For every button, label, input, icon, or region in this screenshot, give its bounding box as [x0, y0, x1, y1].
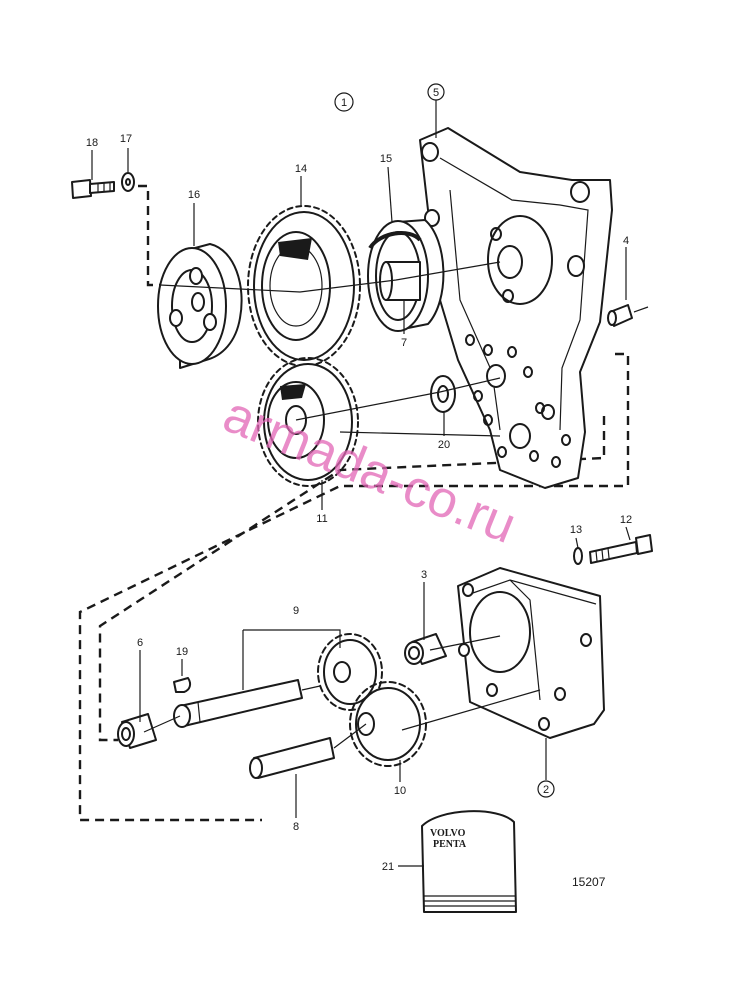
timing-housing-plate — [419, 127, 613, 489]
label-part-11: 11 — [316, 513, 327, 525]
leader-lines — [91, 100, 631, 867]
thrust-washer — [430, 375, 456, 413]
label-part-4: 4 — [623, 235, 629, 247]
label-part-2: 2 — [543, 784, 549, 796]
upper-dashed-frame — [78, 184, 630, 822]
pump-bushing — [404, 633, 447, 665]
pump-driven-shaft — [249, 737, 335, 779]
washer — [121, 172, 135, 192]
watermark-text: armada-co.ru — [216, 385, 524, 555]
label-part-21: 21 — [382, 861, 394, 873]
label-part-6: 6 — [137, 637, 143, 649]
label-part-8: 8 — [293, 821, 299, 833]
woodruff-key — [173, 677, 192, 693]
label-group: 1 — [341, 97, 347, 109]
oil-pump-housing — [457, 567, 605, 739]
pump-drive-gear — [317, 633, 383, 711]
part2-circle — [537, 780, 555, 798]
label-part-16: 16 — [188, 189, 200, 201]
pump-bolt-washer — [573, 547, 583, 565]
group-circle — [334, 92, 354, 112]
label-part-19: 19 — [176, 646, 188, 658]
label-part-17: 17 — [120, 133, 132, 145]
part-labels: 1 5 2 18 17 16 14 15 7 4 20 11 12 13 3 9… — [86, 83, 632, 873]
label-part-14: 14 — [295, 163, 307, 175]
kit-brand-line2: PENTA — [433, 839, 467, 850]
label-part-7: 7 — [401, 337, 407, 349]
pump-driven-gear — [349, 681, 427, 767]
label-part-10: 10 — [394, 785, 406, 797]
inner-dashed-frame — [98, 416, 606, 742]
part5-circle — [427, 83, 445, 101]
pump-drive-shaft — [173, 679, 303, 728]
label-part-18: 18 — [86, 137, 98, 149]
gear-hub-flange — [157, 243, 243, 369]
crankshaft-gear — [257, 357, 359, 487]
kit-brand-line1: VOLVO — [430, 828, 466, 839]
assembly-axis-lines — [143, 261, 541, 749]
camshaft-gear — [247, 205, 361, 367]
drawing-reference-number: 15207 — [572, 875, 606, 889]
bolt — [71, 179, 115, 199]
label-part-5: 5 — [433, 87, 439, 99]
label-part-13: 13 — [570, 524, 582, 536]
shaft-bushing — [117, 713, 157, 749]
label-part-3: 3 — [421, 569, 427, 581]
label-part-9: 9 — [293, 605, 299, 617]
label-part-20: 20 — [438, 439, 450, 451]
label-part-15: 15 — [380, 153, 392, 165]
pump-bolt — [589, 534, 653, 564]
gasket-kit-envelope: VOLVO PENTA — [421, 810, 517, 913]
label-part-12: 12 — [620, 514, 632, 526]
dowel-pin — [607, 304, 649, 327]
